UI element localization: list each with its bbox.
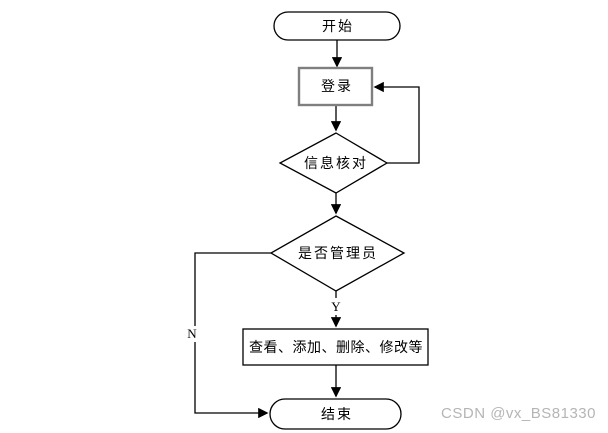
edge-verify-feedback-to-login <box>373 81 420 164</box>
login-label: 登录 <box>321 79 353 95</box>
admin-check-label: 是否管理员 <box>298 246 378 262</box>
branch-label-no: N <box>187 326 197 341</box>
end-terminator-shape <box>269 398 402 430</box>
admin-check-decision-shape <box>269 215 406 292</box>
verify-decision-shape <box>278 132 389 194</box>
admin-actions-process-shape <box>242 328 429 366</box>
start-label: 开始 <box>322 19 354 35</box>
csdn-watermark: CSDN @vx_BS81330 <box>441 405 596 422</box>
login-process-shape <box>297 66 374 107</box>
start-terminator-shape <box>273 11 401 41</box>
verify-label: 信息核对 <box>304 155 368 172</box>
admin-actions-label: 查看、添加、删除、修改等 <box>249 339 423 356</box>
yes-label-background <box>329 298 344 315</box>
branch-label-yes: Y <box>331 299 341 314</box>
end-label: 结束 <box>321 407 353 423</box>
no-label-background <box>185 326 200 342</box>
